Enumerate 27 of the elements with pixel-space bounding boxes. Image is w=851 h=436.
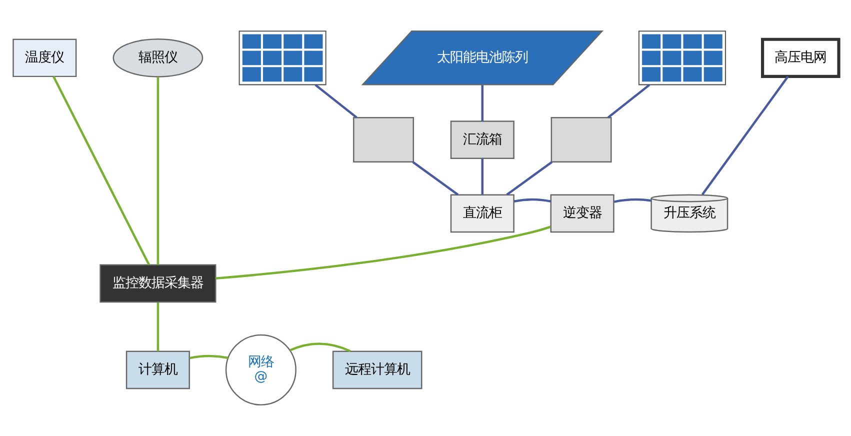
node-box: 高压电网 — [760, 38, 840, 78]
node-circle: 网络 @ — [224, 334, 296, 406]
connector — [156, 302, 159, 352]
connector — [506, 161, 552, 196]
node-box: 汇流箱 — [450, 120, 514, 159]
connector — [189, 354, 228, 360]
node-box: 监控数据采集器 — [99, 264, 216, 303]
connector — [289, 342, 350, 352]
connector — [156, 76, 159, 265]
node-box: 逆变器 — [550, 194, 614, 233]
connector — [215, 226, 551, 280]
connector — [606, 84, 650, 118]
connector — [412, 161, 458, 196]
connector — [314, 84, 357, 118]
connector — [513, 198, 551, 203]
node-box: 远程计算机 — [332, 350, 422, 390]
connector — [700, 76, 788, 196]
connector — [613, 198, 651, 203]
connector — [480, 158, 484, 194]
node-box: 计算机 — [125, 350, 190, 390]
node-ellipse: 辐照仪 — [112, 38, 203, 78]
connector — [480, 85, 484, 122]
node-box — [352, 117, 414, 163]
node-box: 直流柜 — [450, 194, 514, 233]
connector — [52, 76, 150, 266]
node-box: 温度仪 — [12, 38, 76, 78]
node-box — [550, 117, 612, 163]
